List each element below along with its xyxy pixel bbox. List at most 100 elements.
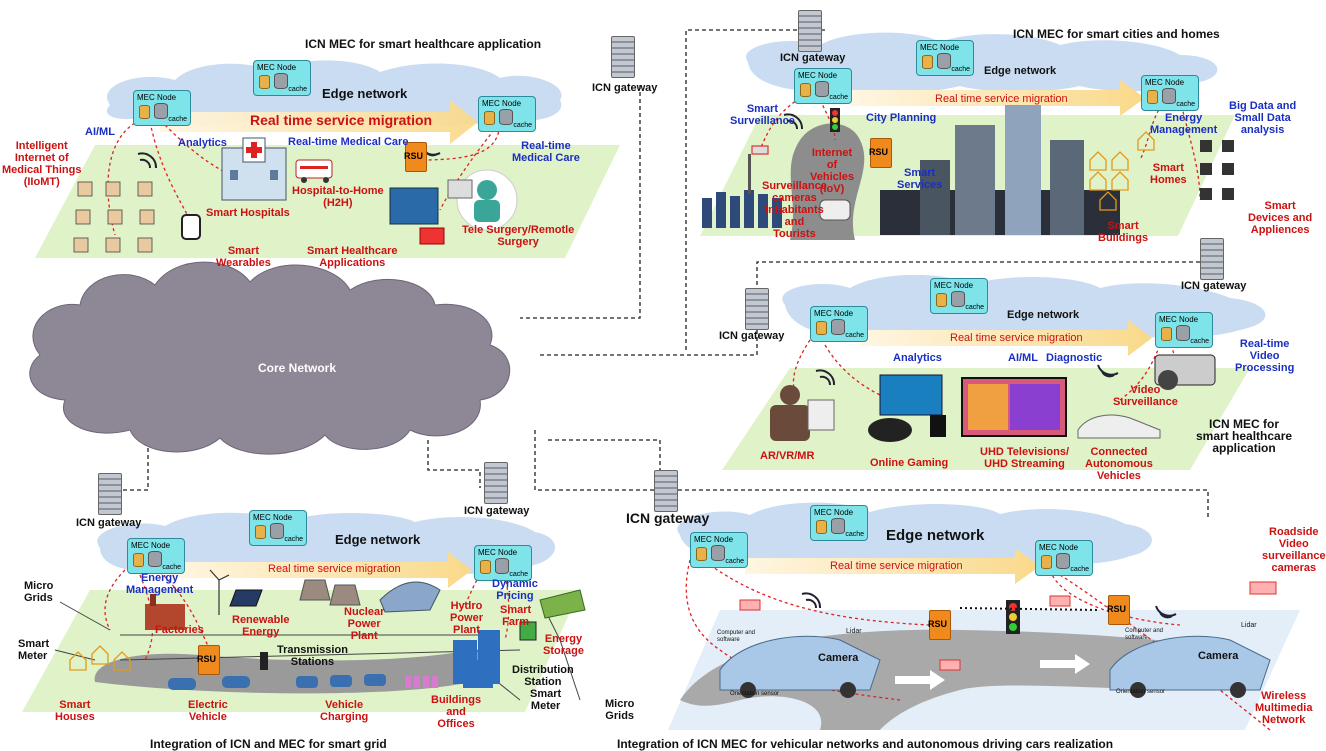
database-icon: [1056, 553, 1070, 569]
mec-node-city-right[interactable]: MEC Node cache: [1141, 75, 1199, 111]
icn-gateway-media-left-icon[interactable]: [745, 288, 769, 330]
label-micro-grids-left: Micro Grids: [24, 580, 54, 604]
grid-houses-icon: [69, 645, 131, 671]
rsu-vehicular-left[interactable]: RSU: [928, 610, 951, 640]
rsu-city[interactable]: RSU: [869, 138, 892, 168]
telemedicine-device-icon: [389, 187, 445, 245]
cache-label: cache: [965, 304, 984, 311]
label-lidar-right: Lidar: [1241, 622, 1257, 629]
icn-gateway-health-icon[interactable]: [611, 36, 635, 78]
label-video-surveillance: Video Surveillance: [1113, 384, 1178, 408]
label-big-data: Big Data and Small Data analysis: [1229, 100, 1297, 136]
mec-node-media-middle[interactable]: MEC Node cache: [930, 278, 988, 314]
mec-node-vehicular-right[interactable]: MEC Node cache: [1035, 540, 1093, 576]
roadside-cctv-icons: [739, 581, 1277, 671]
car-icon-media: [1077, 414, 1161, 439]
database-icon: [148, 551, 162, 567]
label-transmission: Transmission Stations: [277, 644, 348, 668]
migration-label-city: Real time service migration: [935, 93, 1068, 105]
label-smart-houses: Smart Houses: [55, 699, 95, 723]
label-orientation-right: Orientation sensor: [1116, 689, 1166, 695]
cache-label: cache: [1070, 566, 1089, 573]
label-health-analytics: Analytics: [178, 137, 227, 149]
core-network-label: Core Network: [258, 361, 337, 375]
label-distribution: Distribution Station: [512, 664, 574, 688]
database-icon: [495, 558, 509, 574]
icn-gateway-city-icon[interactable]: [798, 10, 822, 52]
cache-label: cache: [1176, 101, 1195, 108]
label-smart-healthcare-apps: Smart Healthcare Applications: [307, 245, 398, 269]
vehicular-traffic-light-icon: [1006, 600, 1020, 634]
label-roadside-cameras: Roadside Video surveillance cameras: [1262, 526, 1326, 574]
mec-node-health-right[interactable]: MEC Node cache: [478, 96, 536, 132]
storage-icon: [259, 75, 270, 89]
icn-gateway-media-right-icon[interactable]: [1200, 238, 1224, 280]
label-uhd: UHD Televisions/ UHD Streaming: [980, 446, 1070, 470]
database-icon: [831, 319, 845, 335]
mec-node-label: MEC Node: [1039, 543, 1079, 552]
mec-node-label: MEC Node: [798, 71, 838, 80]
mec-node-label: MEC Node: [694, 535, 734, 544]
rsu-label: RSU: [1107, 604, 1127, 614]
rsu-grid[interactable]: RSU: [197, 645, 220, 675]
edge-network-label-media: Edge network: [1007, 309, 1080, 321]
mec-node-vehicular-left[interactable]: MEC Node cache: [690, 532, 748, 568]
mec-node-label: MEC Node: [478, 548, 518, 557]
label-hospital-to-home: Hospital-to-Home (H2H): [292, 185, 384, 209]
rsu-vehicular-right[interactable]: RSU: [1107, 595, 1130, 625]
database-icon: [274, 73, 288, 89]
icn-gateway-label-health: ICN gateway: [592, 82, 658, 94]
storage-icon: [255, 525, 266, 539]
label-vehicle-charging: Vehicle Charging: [320, 699, 369, 723]
database-icon: [499, 109, 513, 125]
mec-node-label: MEC Node: [934, 281, 974, 290]
icn-gateway-grid-right-icon[interactable]: [484, 462, 508, 504]
mec-node-label: MEC Node: [814, 309, 854, 318]
smartwatch-icon: [181, 214, 201, 240]
charging-crowd-icon: [405, 676, 438, 688]
smart-device-icons: [1200, 140, 1234, 200]
migration-label-vehicular: Real time service migration: [830, 560, 963, 572]
label-smart-surveillance: Smart Surveillance: [730, 103, 795, 127]
ambulance-icon: [295, 159, 333, 183]
cctv-icon-media: [1154, 354, 1216, 390]
edge-network-label-health: Edge network: [322, 86, 408, 101]
factory-icon: [145, 594, 185, 630]
skyline-icon: [880, 105, 1120, 235]
road-arrows: [895, 654, 1090, 690]
cache-label: cache: [513, 122, 532, 129]
mec-node-label: MEC Node: [920, 43, 960, 52]
mec-node-label: MEC Node: [1145, 78, 1185, 87]
edge-network-label-grid: Edge network: [335, 532, 421, 547]
wind-turbine-icon: [209, 569, 230, 615]
grid-ev-icons: [168, 674, 386, 690]
mec-node-label: MEC Node: [482, 99, 522, 108]
storage-icon: [139, 105, 150, 119]
rsu-health[interactable]: RSU: [404, 142, 427, 172]
solar-panel-icon: [229, 589, 263, 607]
storage-icon: [922, 55, 933, 69]
icn-gateway-vehicular-icon[interactable]: [654, 470, 678, 512]
label-diagnostic: Diagnostic: [1046, 352, 1103, 364]
label-connected-av: Connected Autonomous Vehicles: [1085, 446, 1153, 482]
caption-smart-grid: Integration of ICN and MEC for smart gri…: [150, 737, 387, 751]
icn-gateway-grid-left-icon[interactable]: [98, 473, 122, 515]
database-icon: [711, 545, 725, 561]
database-icon: [270, 523, 284, 539]
cache-label: cache: [725, 558, 744, 565]
label-renewable: Renewable Energy: [232, 614, 290, 638]
storage-icon: [1147, 90, 1158, 104]
storage-icon: [484, 111, 495, 125]
storage-icon: [1041, 555, 1052, 569]
label-computer-software-right: Computer and software: [1125, 628, 1164, 641]
